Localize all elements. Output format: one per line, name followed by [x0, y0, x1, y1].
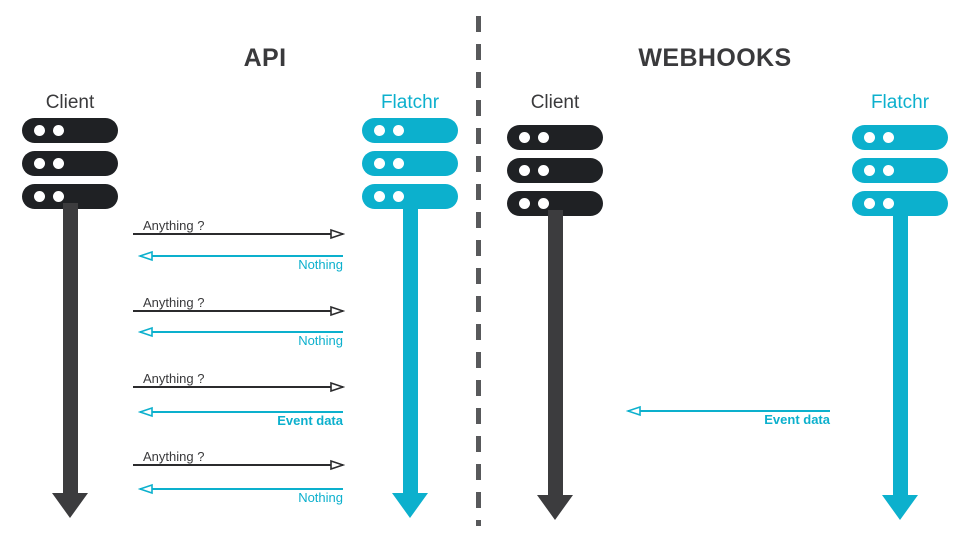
- message-label: Anything ?: [143, 218, 205, 233]
- server-rack-flatchr-webhooks: [852, 125, 948, 224]
- server-led-icon: [883, 198, 894, 209]
- lifeline-client-api: [52, 203, 88, 518]
- server-led-icon: [393, 158, 404, 169]
- server-led-icon: [53, 125, 64, 136]
- message-arrow: Anything ?: [133, 295, 345, 325]
- message-line: [133, 464, 343, 466]
- message-arrow: Anything ?: [133, 218, 345, 248]
- message-arrow: Event data: [138, 400, 343, 428]
- lifeline-flatchr-webhooks: [882, 210, 918, 525]
- message-arrow: Anything ?: [133, 371, 345, 401]
- server-led-icon: [374, 191, 385, 202]
- server-rack-client-api: [22, 118, 118, 217]
- message-label: Anything ?: [143, 295, 205, 310]
- server-led-icon: [519, 132, 530, 143]
- message-line: [140, 331, 343, 333]
- server-led-icon: [53, 158, 64, 169]
- server-led-icon: [864, 198, 875, 209]
- message-arrow: Event data: [626, 399, 830, 427]
- server-led-icon: [393, 191, 404, 202]
- server-led-icon: [519, 198, 530, 209]
- node-label-client-webhooks: Client: [530, 92, 580, 113]
- arrow-right-icon: [329, 303, 345, 319]
- panel-title-webhooks: WEBHOOKS: [638, 44, 792, 72]
- message-arrow: Anything ?: [133, 449, 345, 479]
- server-led-icon: [53, 191, 64, 202]
- server-led-icon: [883, 165, 894, 176]
- server-led-icon: [864, 132, 875, 143]
- server-led-icon: [519, 165, 530, 176]
- server-rack-icon: [507, 125, 603, 150]
- arrow-down-icon: [392, 493, 428, 518]
- server-rack-icon: [852, 125, 948, 150]
- arrow-left-icon: [138, 324, 154, 340]
- server-rack-icon: [22, 151, 118, 176]
- server-rack-icon: [507, 158, 603, 183]
- node-label-client-api: Client: [45, 92, 95, 113]
- message-line: [133, 310, 343, 312]
- server-led-icon: [538, 165, 549, 176]
- server-rack-icon: [362, 118, 458, 143]
- message-label: Nothing: [298, 490, 343, 505]
- server-led-icon: [883, 132, 894, 143]
- message-arrow: Nothing: [138, 244, 343, 272]
- arrow-left-icon: [138, 481, 154, 497]
- arrow-left-icon: [138, 404, 154, 420]
- dashed-divider-icon: [476, 16, 481, 526]
- arrow-right-icon: [329, 226, 345, 242]
- arrow-right-icon: [329, 379, 345, 395]
- panel-title-api: API: [243, 44, 287, 72]
- lifeline-shaft: [548, 210, 563, 495]
- server-led-icon: [374, 125, 385, 136]
- message-arrow: Nothing: [138, 320, 343, 348]
- message-label: Anything ?: [143, 449, 205, 464]
- arrow-left-icon: [626, 403, 642, 419]
- message-line: [140, 255, 343, 257]
- server-led-icon: [538, 198, 549, 209]
- server-led-icon: [864, 165, 875, 176]
- message-line: [140, 488, 343, 490]
- server-led-icon: [538, 132, 549, 143]
- message-label: Anything ?: [143, 371, 205, 386]
- server-led-icon: [393, 125, 404, 136]
- message-line: [133, 386, 343, 388]
- node-label-flatchr-webhooks: Flatchr: [870, 92, 930, 113]
- arrow-down-icon: [537, 495, 573, 520]
- arrow-down-icon: [52, 493, 88, 518]
- arrow-right-icon: [329, 457, 345, 473]
- server-rack-icon: [852, 158, 948, 183]
- node-label-flatchr-api: Flatchr: [380, 92, 440, 113]
- lifeline-shaft: [63, 203, 78, 493]
- lifeline-client-webhooks: [537, 210, 573, 525]
- arrow-left-icon: [138, 248, 154, 264]
- message-label: Event data: [277, 413, 343, 428]
- server-led-icon: [374, 158, 385, 169]
- message-line: [628, 410, 830, 412]
- arrow-down-icon: [882, 495, 918, 520]
- message-line: [140, 411, 343, 413]
- server-rack-icon: [362, 151, 458, 176]
- lifeline-shaft: [403, 203, 418, 493]
- message-label: Event data: [764, 412, 830, 427]
- lifeline-shaft: [893, 210, 908, 495]
- lifeline-flatchr-api: [392, 203, 428, 518]
- message-label: Nothing: [298, 257, 343, 272]
- server-led-icon: [34, 125, 45, 136]
- message-label: Nothing: [298, 333, 343, 348]
- server-led-icon: [34, 158, 45, 169]
- server-led-icon: [34, 191, 45, 202]
- message-line: [133, 233, 343, 235]
- server-rack-icon: [22, 118, 118, 143]
- message-arrow: Nothing: [138, 477, 343, 505]
